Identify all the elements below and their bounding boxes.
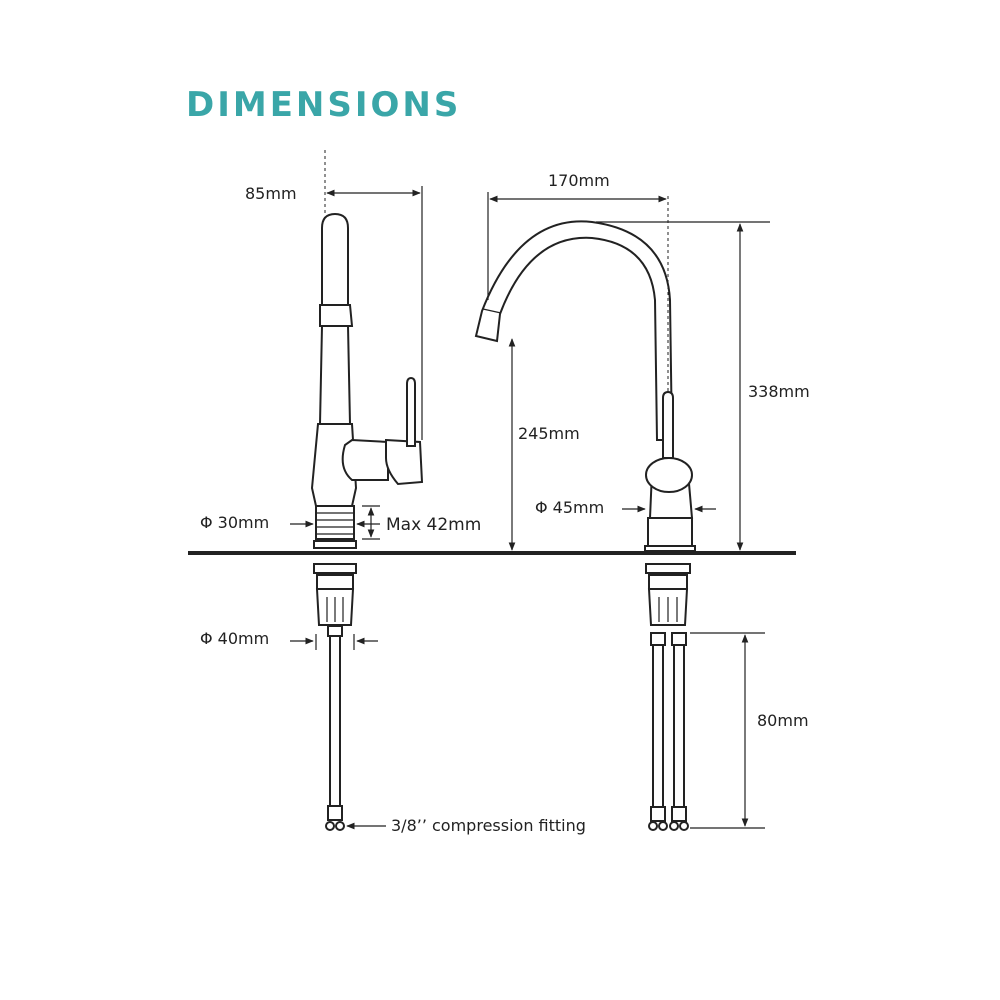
hose — [329, 635, 341, 807]
base-plate — [644, 545, 696, 552]
hose-connector — [327, 625, 343, 637]
handle-hub — [341, 438, 389, 481]
base-shank — [647, 517, 693, 547]
spout-collar — [319, 304, 354, 327]
handle-lever — [406, 376, 416, 447]
handle-lever-front — [662, 390, 674, 459]
faucet-side-view — [310, 150, 424, 831]
base-diameter-label: Φ 45mm — [535, 498, 604, 517]
handle-hub-front — [645, 457, 693, 493]
fitting-nut — [325, 821, 335, 831]
faucet-front-view — [474, 196, 696, 831]
right-dimensions: 170mm 338mm 245mm Φ 45mm 80mm — [487, 171, 810, 829]
hose-right — [673, 644, 685, 808]
max-thickness-label: Max 42mm — [386, 515, 481, 535]
gooseneck-spout — [474, 220, 674, 441]
nut-diameter-label: Φ 40mm — [200, 629, 269, 648]
faucet-column — [318, 325, 352, 425]
hose-length-label: 80mm — [757, 711, 809, 730]
total-height-label: 338mm — [748, 382, 810, 401]
under-washer — [313, 563, 357, 574]
spout-height-label: 245mm — [518, 424, 580, 443]
handle-cap — [385, 438, 424, 486]
spout-reach-label: 170mm — [548, 171, 610, 190]
hole-diameter-label: Φ 30mm — [200, 513, 269, 532]
page-title: DIMENSIONS — [186, 85, 461, 125]
reach-label: 85mm — [245, 184, 297, 203]
washer — [313, 540, 357, 549]
left-dimensions: 85mm Φ 30mm Max 42mm Φ 40mm 3/8’’ compre… — [200, 184, 586, 835]
fitting-label: 3/8’’ compression fitting — [391, 816, 586, 835]
hose-left — [652, 644, 664, 808]
